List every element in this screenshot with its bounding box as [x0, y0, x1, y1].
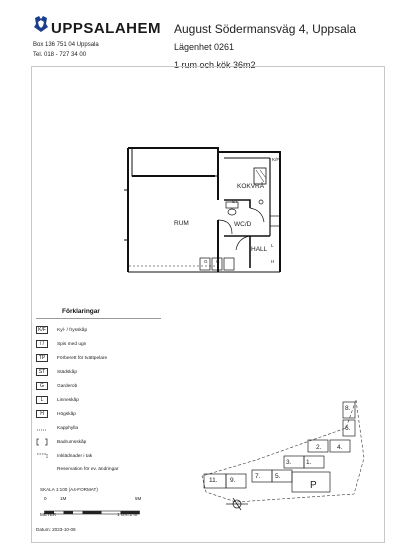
- legend-item: H Högskåp: [36, 409, 76, 419]
- building-label: 6.: [345, 425, 351, 432]
- legend-item: / / Spis med ugn: [36, 339, 86, 349]
- phone-line: Tel. 018 - 727 34 00: [33, 52, 87, 58]
- room-label-rum: RUM: [174, 220, 189, 227]
- legend-item: G Garderob: [36, 381, 77, 391]
- legend-title: Förklaringar: [62, 308, 100, 315]
- legend-label: Badrumsskåp: [57, 439, 87, 445]
- legend-symbol: TP: [36, 354, 48, 362]
- address-line: Box 136 751 04 Uppsala: [33, 42, 99, 48]
- floor-plan: [120, 140, 295, 280]
- symbol-kf: K/F: [272, 157, 280, 162]
- scale-bar-graphic: [44, 510, 140, 515]
- legend-symbol: K/F: [36, 326, 48, 334]
- building-label: 3.: [286, 459, 292, 466]
- legend-label: Kapphylla: [57, 425, 79, 431]
- scale-tick-1: 1M: [60, 496, 67, 501]
- scale-label: SKALA 1:100 (A4-FORMAT): [40, 487, 98, 492]
- building-label: 11.: [209, 477, 218, 484]
- legend-label: Städskåp: [57, 369, 78, 375]
- parking-label: P: [310, 480, 317, 491]
- uppsalahem-logo-icon: [34, 16, 48, 32]
- legend-label: Förberett för tvättpelare: [57, 355, 108, 361]
- building-label: 5.: [275, 473, 281, 480]
- symbol-st: ST: [232, 199, 238, 204]
- reservation-note: Reservation för ev. ändringar: [57, 467, 119, 472]
- drawing-frame: [31, 66, 385, 543]
- scale-tick-5: 5M: [135, 496, 142, 501]
- apartment-size: 1 rum och kök 36m2: [174, 60, 256, 70]
- symbol-g-1: G: [204, 259, 208, 264]
- building-label: 2.: [316, 444, 322, 451]
- ceiling-panel-icon: [36, 452, 48, 460]
- legend-item: Kapphylla: [36, 423, 78, 433]
- apartment-number: Lägenhet 0261: [174, 42, 235, 52]
- building-label: 8.: [345, 405, 351, 412]
- legend-item: L Linneskåp: [36, 395, 79, 405]
- building-label: 4.: [337, 444, 343, 451]
- legend-symbol: G: [36, 382, 48, 390]
- legend-label: Linneskåp: [57, 397, 79, 403]
- legend-label: Garderob: [57, 383, 78, 389]
- legend-item: TP Förberett för tvättpelare: [36, 353, 107, 363]
- legend-item: Inklädnader i tak: [36, 451, 92, 461]
- page-title: August Södermansväg 4, Uppsala: [174, 22, 357, 36]
- coat-rack-icon: [36, 424, 48, 432]
- legend-label: Spis med ugn: [57, 341, 87, 347]
- symbol-h: H: [271, 259, 275, 264]
- legend-label: Högskåp: [57, 411, 76, 417]
- symbol-l: L: [271, 243, 274, 248]
- building-label: 9.: [230, 477, 236, 484]
- legend-divider: [36, 318, 161, 319]
- room-label-kokvra: KOKVRÅ: [237, 183, 265, 190]
- site-map-drawing: [201, 399, 365, 511]
- bathroom-cabinet-icon: [36, 438, 48, 446]
- legend-symbol: / /: [36, 340, 48, 348]
- legend-symbol: ST: [36, 368, 48, 376]
- floor-plan-drawing: [124, 147, 281, 273]
- room-label-wc: WC/D: [234, 221, 252, 228]
- scale-ratio: 1 cm=1 m: [117, 512, 138, 517]
- symbol-g-2: G: [216, 259, 220, 264]
- site-map: [196, 398, 366, 528]
- legend-symbol: L: [36, 396, 48, 404]
- scale-tick-0: 0: [44, 496, 47, 501]
- legend-symbol: H: [36, 410, 48, 418]
- legend-item: Badrumsskåp: [36, 437, 86, 447]
- legend-item: K/F Kyl- / frysskåp: [36, 325, 87, 335]
- brand-name: UPPSALAHEM: [51, 20, 162, 37]
- building-label: 1.: [306, 459, 312, 466]
- legend-label: Kyl- / frysskåp: [57, 327, 88, 333]
- legend-item: ST Städskåp: [36, 367, 77, 377]
- room-label-hall: HALL: [251, 246, 268, 253]
- legend-label: Inklädnader i tak: [57, 453, 93, 459]
- scale-bar: [44, 503, 144, 515]
- brand-logo: [33, 15, 49, 33]
- building-label: 7.: [255, 473, 261, 480]
- date-label: Datum: 2023-10-09: [36, 527, 76, 532]
- scale-unit: METER: [40, 512, 57, 517]
